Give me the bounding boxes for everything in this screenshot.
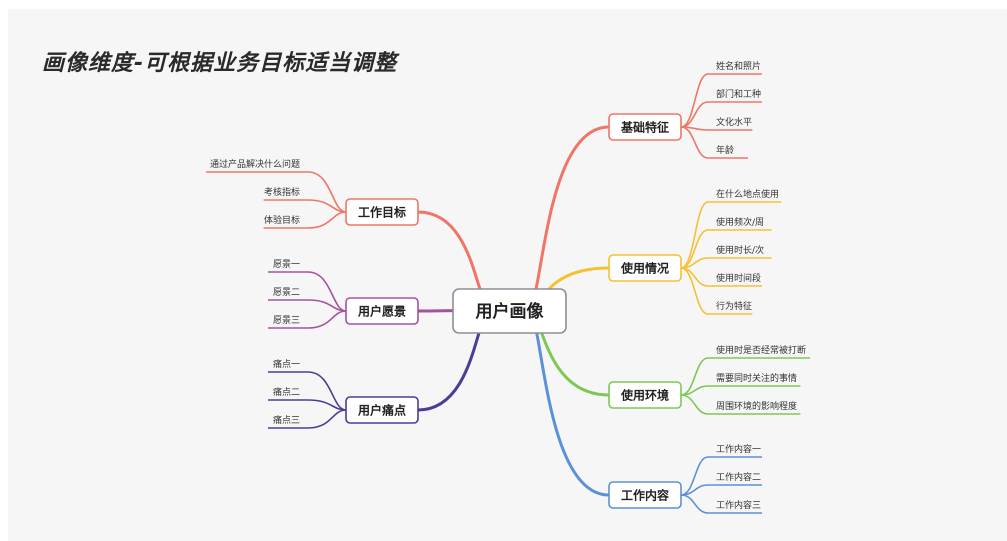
link-goal-leaf-0: [206, 171, 347, 213]
branch-label-usage: 使用情况: [620, 261, 669, 276]
leaf-basic-3[interactable]: 年龄: [716, 144, 734, 156]
branch-box-goal[interactable]: [345, 198, 419, 226]
branch-label-goal: 工作目标: [358, 205, 406, 220]
link-wish-leaf-2: [268, 310, 347, 329]
branch-label-pain: 用户痛点: [357, 403, 406, 418]
leaf-wish-1[interactable]: 愿景二: [273, 287, 300, 298]
branch-node-usage[interactable]: 使用情况: [608, 254, 682, 282]
link-basic-leaf-0: [680, 73, 762, 128]
root-node[interactable]: 用户画像: [452, 288, 567, 334]
branch-node-pain[interactable]: 用户痛点: [345, 396, 419, 424]
branch-box-content[interactable]: [608, 481, 682, 509]
link-wish-leaf-1: [268, 299, 347, 312]
branch-box-usage[interactable]: [608, 254, 682, 282]
leaf-goal-0[interactable]: 通过产品解决什么问题: [210, 158, 300, 170]
link-root-content: [526, 307, 611, 497]
branch-label-wish: 用户愿景: [357, 304, 406, 319]
link-goal-leaf-1: [263, 199, 347, 213]
mindmap-diagram: 姓名和照片部门和工种文化水平年龄基础特征在什么地点使用使用频次/周使用时长/次使…: [206, 60, 810, 514]
leaf-basic-2[interactable]: 文化水平: [716, 116, 752, 128]
leaf-content-2[interactable]: 工作内容三: [716, 499, 761, 511]
page-title: 画像维度-可根据业务目标适当调整: [42, 51, 398, 76]
leaf-wish-2[interactable]: 愿景三: [273, 315, 300, 326]
leaf-usage-0[interactable]: 在什么地点使用: [716, 188, 779, 200]
root-node-label: 用户画像: [476, 301, 545, 322]
leaf-basic-1[interactable]: 部门和工种: [716, 88, 761, 100]
branch-node-env[interactable]: 使用环境: [608, 381, 682, 409]
link-basic-leaf-3: [680, 126, 748, 159]
leaf-usage-1[interactable]: 使用频次/周: [716, 216, 764, 228]
leaf-pain-0[interactable]: 痛点一: [273, 358, 300, 370]
leaf-goal-2[interactable]: 体验目标: [264, 214, 300, 226]
branch-label-basic: 基础特征: [620, 120, 669, 135]
link-content-leaf-2: [680, 494, 762, 514]
branch-label-content: 工作内容: [621, 488, 669, 503]
branch-node-wish[interactable]: 用户愿景: [345, 297, 419, 325]
branch-node-content[interactable]: 工作内容: [608, 481, 682, 509]
branch-box-env[interactable]: [608, 381, 682, 409]
link-env-leaf-1: [680, 385, 801, 396]
leaf-wish-0[interactable]: 愿景一: [273, 259, 300, 270]
link-usage-leaf-2: [680, 257, 772, 269]
leaf-usage-4[interactable]: 行为特征: [716, 300, 752, 312]
mindmap-canvas: 画像维度-可根据业务目标适当调整 姓名和照片部门和工种文化水平年龄 基础特征在什么…: [8, 9, 1007, 541]
leaf-env-0[interactable]: 使用时是否经常被打断: [716, 344, 806, 356]
leaf-content-1[interactable]: 工作内容二: [716, 471, 761, 483]
link-pain-leaf-2: [268, 409, 347, 429]
branch-nodes: 姓名和照片部门和工种文化水平年龄基础特征在什么地点使用使用频次/周使用时长/次使…: [210, 60, 806, 511]
link-env-leaf-0: [680, 357, 810, 396]
branch-label-env: 使用环境: [620, 388, 669, 403]
link-content-leaf-1: [680, 484, 762, 496]
leaf-basic-0[interactable]: 姓名和照片: [716, 60, 761, 72]
branch-node-basic[interactable]: 基础特征: [608, 113, 682, 141]
branch-node-goal[interactable]: 工作目标: [345, 198, 419, 226]
leaf-goal-1[interactable]: 考核指标: [264, 186, 300, 198]
link-usage-leaf-1: [680, 229, 772, 269]
root-node-box[interactable]: [452, 288, 567, 334]
leaf-env-1[interactable]: 需要同时关注的事情: [716, 372, 797, 384]
branch-box-pain[interactable]: [345, 396, 419, 424]
leaf-content-0[interactable]: 工作内容一: [716, 443, 761, 455]
link-env-leaf-2: [680, 394, 801, 415]
link-content-leaf-0: [680, 456, 762, 496]
leaf-pain-1[interactable]: 痛点二: [273, 386, 300, 398]
leaf-usage-2[interactable]: 使用时长/次: [716, 244, 764, 256]
link-pain-leaf-1: [268, 399, 347, 411]
link-root-basic: [526, 125, 611, 311]
branch-box-wish[interactable]: [345, 297, 419, 325]
leaf-usage-3[interactable]: 使用时间段: [716, 272, 761, 284]
link-pain-leaf-0: [268, 371, 347, 411]
link-goal-leaf-2: [263, 211, 347, 229]
link-wish-leaf-0: [268, 271, 347, 312]
link-usage-leaf-4: [680, 267, 753, 315]
branch-box-basic[interactable]: [608, 113, 682, 141]
link-usage-leaf-0: [680, 201, 782, 269]
link-basic-leaf-1: [680, 101, 762, 128]
leaf-env-2[interactable]: 周围环境的影响程度: [716, 400, 797, 412]
leaf-pain-2[interactable]: 痛点三: [273, 414, 300, 426]
